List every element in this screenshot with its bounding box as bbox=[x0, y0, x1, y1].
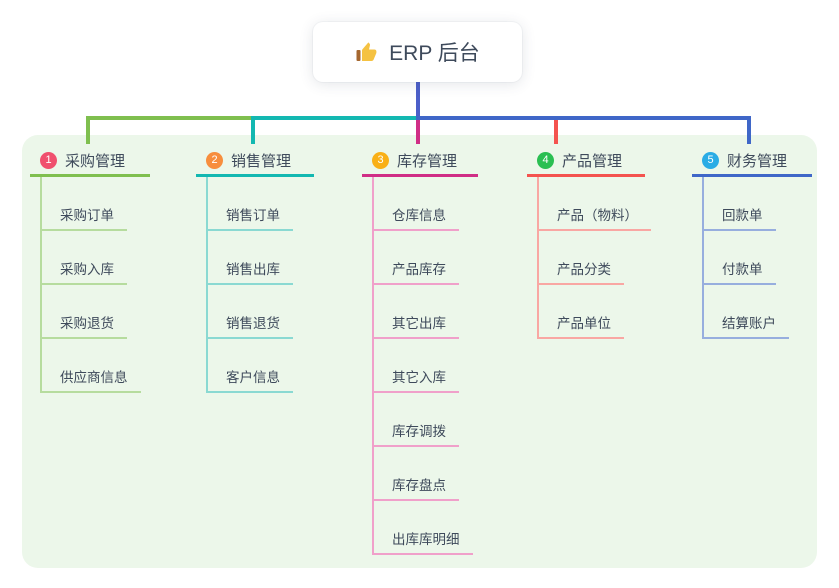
mindmap-node[interactable]: 产品单位 bbox=[539, 285, 645, 339]
node-label: 产品库存 bbox=[374, 258, 459, 285]
node-label: 销售订单 bbox=[208, 204, 293, 231]
branch-header-inventory[interactable]: 3 库存管理 bbox=[362, 146, 478, 177]
node-label: 其它出库 bbox=[374, 312, 459, 339]
branch-purchase: 1 采购管理 采购订单 采购入库 采购退货 供应商信息 bbox=[30, 146, 150, 393]
node-label: 销售退货 bbox=[208, 312, 293, 339]
branch-children-purchase: 采购订单 采购入库 采购退货 供应商信息 bbox=[40, 177, 150, 393]
mindmap-node[interactable]: 采购订单 bbox=[42, 177, 150, 231]
node-label: 结算账户 bbox=[704, 312, 789, 339]
node-label: 仓库信息 bbox=[374, 204, 459, 231]
mindmap-node[interactable]: 销售退货 bbox=[208, 285, 314, 339]
mindmap-node[interactable]: 供应商信息 bbox=[42, 339, 150, 393]
mindmap-node[interactable]: 回款单 bbox=[704, 177, 812, 231]
mindmap-node[interactable]: 采购入库 bbox=[42, 231, 150, 285]
branches-background-panel bbox=[22, 135, 817, 568]
mindmap-node[interactable]: 销售订单 bbox=[208, 177, 314, 231]
mindmap-node[interactable]: 库存调拨 bbox=[374, 393, 478, 447]
root-node-label: ERP 后台 bbox=[389, 42, 480, 65]
mindmap-node[interactable]: 出库库明细 bbox=[374, 501, 478, 555]
branch-children-inventory: 仓库信息 产品库存 其它出库 其它入库 库存调拨 库存盘点 出库库明细 bbox=[372, 177, 478, 555]
mindmap-node[interactable]: 库存盘点 bbox=[374, 447, 478, 501]
connector-rail-blue bbox=[416, 116, 751, 120]
branch-label: 财务管理 bbox=[727, 152, 788, 170]
node-label: 采购退货 bbox=[42, 312, 127, 339]
branch-children-finance: 回款单 付款单 结算账户 bbox=[702, 177, 812, 339]
connector-drop-purchase bbox=[86, 116, 90, 144]
node-label: 产品分类 bbox=[539, 258, 624, 285]
branch-sales: 2 销售管理 销售订单 销售出库 销售退货 客户信息 bbox=[196, 146, 314, 393]
connector-drop-inventory bbox=[416, 120, 420, 144]
mindmap-node[interactable]: 其它入库 bbox=[374, 339, 478, 393]
connector-drop-finance bbox=[747, 116, 751, 144]
mindmap-node[interactable]: 客户信息 bbox=[208, 339, 314, 393]
branch-header-purchase[interactable]: 1 采购管理 bbox=[30, 146, 150, 177]
branch-product: 4 产品管理 产品（物料） 产品分类 产品单位 bbox=[527, 146, 651, 339]
branch-header-product[interactable]: 4 产品管理 bbox=[527, 146, 645, 177]
node-label: 销售出库 bbox=[208, 258, 293, 285]
connector-root-stem bbox=[416, 82, 420, 118]
node-label: 客户信息 bbox=[208, 366, 293, 393]
mindmap-node[interactable]: 采购退货 bbox=[42, 285, 150, 339]
branch-label: 销售管理 bbox=[231, 152, 292, 170]
branch-number-badge: 4 bbox=[537, 151, 554, 169]
node-label: 采购订单 bbox=[42, 204, 127, 231]
node-label: 产品单位 bbox=[539, 312, 624, 339]
mindmap-node[interactable]: 仓库信息 bbox=[374, 177, 478, 231]
branch-label: 采购管理 bbox=[65, 152, 126, 170]
branch-number-badge: 2 bbox=[206, 151, 223, 169]
node-label: 出库库明细 bbox=[374, 528, 473, 555]
branch-label: 库存管理 bbox=[397, 152, 458, 170]
mindmap-node[interactable]: 产品库存 bbox=[374, 231, 478, 285]
node-label: 供应商信息 bbox=[42, 366, 141, 393]
branch-children-product: 产品（物料） 产品分类 产品单位 bbox=[537, 177, 651, 339]
node-label: 采购入库 bbox=[42, 258, 127, 285]
mindmap-node[interactable]: 产品（物料） bbox=[539, 177, 651, 231]
mindmap-node[interactable]: 付款单 bbox=[704, 231, 812, 285]
branch-number-badge: 1 bbox=[40, 151, 57, 169]
connector-rail-teal bbox=[251, 116, 420, 120]
mindmap-node[interactable]: 产品分类 bbox=[539, 231, 645, 285]
connector-drop-sales bbox=[251, 116, 255, 144]
branch-label: 产品管理 bbox=[562, 152, 623, 170]
branch-header-sales[interactable]: 2 销售管理 bbox=[196, 146, 314, 177]
branch-header-finance[interactable]: 5 财务管理 bbox=[692, 146, 812, 177]
connector-rail-green bbox=[86, 116, 255, 120]
thumbs-up-icon bbox=[355, 40, 379, 64]
node-label: 其它入库 bbox=[374, 366, 459, 393]
node-label: 库存盘点 bbox=[374, 474, 459, 501]
branch-children-sales: 销售订单 销售出库 销售退货 客户信息 bbox=[206, 177, 314, 393]
node-label: 产品（物料） bbox=[539, 204, 651, 231]
node-label: 库存调拨 bbox=[374, 420, 459, 447]
node-label: 付款单 bbox=[704, 258, 776, 285]
mindmap-node[interactable]: 销售出库 bbox=[208, 231, 314, 285]
connector-drop-product bbox=[554, 120, 558, 144]
branch-number-badge: 3 bbox=[372, 151, 389, 169]
mindmap-node[interactable]: 其它出库 bbox=[374, 285, 478, 339]
mindmap-node[interactable]: 结算账户 bbox=[704, 285, 812, 339]
root-node-erp[interactable]: ERP 后台 bbox=[313, 22, 522, 82]
branch-finance: 5 财务管理 回款单 付款单 结算账户 bbox=[692, 146, 812, 339]
branch-inventory: 3 库存管理 仓库信息 产品库存 其它出库 其它入库 库存调拨 库存盘点 出库库… bbox=[362, 146, 478, 555]
node-label: 回款单 bbox=[704, 204, 776, 231]
branch-number-badge: 5 bbox=[702, 151, 719, 169]
